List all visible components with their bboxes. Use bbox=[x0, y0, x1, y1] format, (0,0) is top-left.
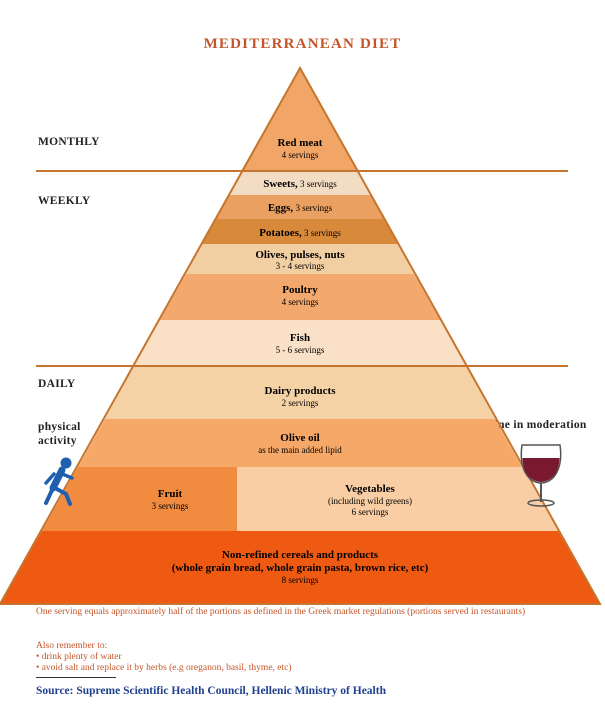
tier-dairy bbox=[105, 366, 495, 419]
tier-label-fish: Fish bbox=[290, 332, 310, 344]
tier-label-cereals: Non-refined cereals and products(whole g… bbox=[172, 549, 429, 574]
tier-servings-olive-oil: as the main added lipid bbox=[258, 445, 342, 455]
tier-olive-oil bbox=[78, 419, 522, 467]
tier-label-dairy: Dairy products bbox=[265, 385, 337, 397]
list-item: avoid salt and replace it by herbs (e.g … bbox=[36, 663, 292, 674]
tier-poultry bbox=[160, 274, 440, 320]
source-credit: Source: Supreme Scientific Health Counci… bbox=[36, 685, 386, 697]
label-monthly: MONTHLY bbox=[38, 136, 100, 148]
pyramid-outline bbox=[0, 65, 602, 605]
tier-eggs bbox=[216, 195, 384, 219]
tier-servings-poultry: 4 servings bbox=[282, 297, 319, 307]
tier-servings-fruit: 3 servings bbox=[152, 501, 189, 511]
wine-glass-icon bbox=[520, 444, 562, 507]
tier-potatoes bbox=[202, 219, 398, 244]
tier-text-potatoes: Potatoes, 3 servings bbox=[259, 227, 341, 239]
tier-servings-cereals: 8 servings bbox=[282, 575, 319, 585]
page-title: MEDITERRANEAN DIET bbox=[203, 36, 402, 52]
tier-cereals bbox=[0, 531, 600, 604]
remember-list: drink plenty of water avoid salt and rep… bbox=[36, 652, 292, 674]
label-wine: wine in moderation bbox=[486, 419, 587, 431]
tier-label-olive-oil: Olive oil bbox=[280, 432, 319, 444]
tier-servings-red-meat: 4 servings bbox=[282, 150, 319, 160]
tier-sweets bbox=[229, 171, 371, 195]
tier-label-poultry: Poultry bbox=[282, 284, 318, 296]
tier-red-meat bbox=[241, 68, 359, 171]
tier-label-fruit: Fruit bbox=[158, 488, 183, 500]
tier-servings-dairy: 2 servings bbox=[282, 398, 319, 408]
tier-label-vegetables: Vegetables bbox=[345, 483, 395, 495]
tier-olives bbox=[186, 244, 414, 274]
serving-note: One serving equals approximately half of… bbox=[36, 607, 526, 617]
tier-fish bbox=[134, 320, 466, 366]
tier-servings-olives: 3 - 4 servings bbox=[276, 261, 325, 271]
tier-fruit bbox=[42, 467, 237, 531]
tier-text-eggs: Eggs, 3 servings bbox=[268, 202, 333, 214]
source-divider bbox=[36, 677, 116, 678]
tier-text-sweets: Sweets, 3 servings bbox=[263, 178, 337, 190]
label-weekly: WEEKLY bbox=[38, 195, 91, 207]
remember-heading: Also remember to: bbox=[36, 641, 108, 651]
label-daily: DAILY bbox=[38, 378, 76, 390]
tier-label-red-meat: Red meat bbox=[278, 137, 323, 149]
list-item: drink plenty of water bbox=[36, 652, 292, 663]
tier-servings-fish: 5 - 6 servings bbox=[276, 345, 325, 355]
tier-vegetables bbox=[237, 467, 558, 531]
label-physical-activity: physical activity bbox=[38, 421, 81, 447]
tier-label-olives: Olives, pulses, nuts bbox=[255, 249, 345, 261]
walking-person-icon bbox=[44, 457, 74, 506]
tier-servings-vegetables: (including wild greens)6 servings bbox=[328, 496, 412, 517]
